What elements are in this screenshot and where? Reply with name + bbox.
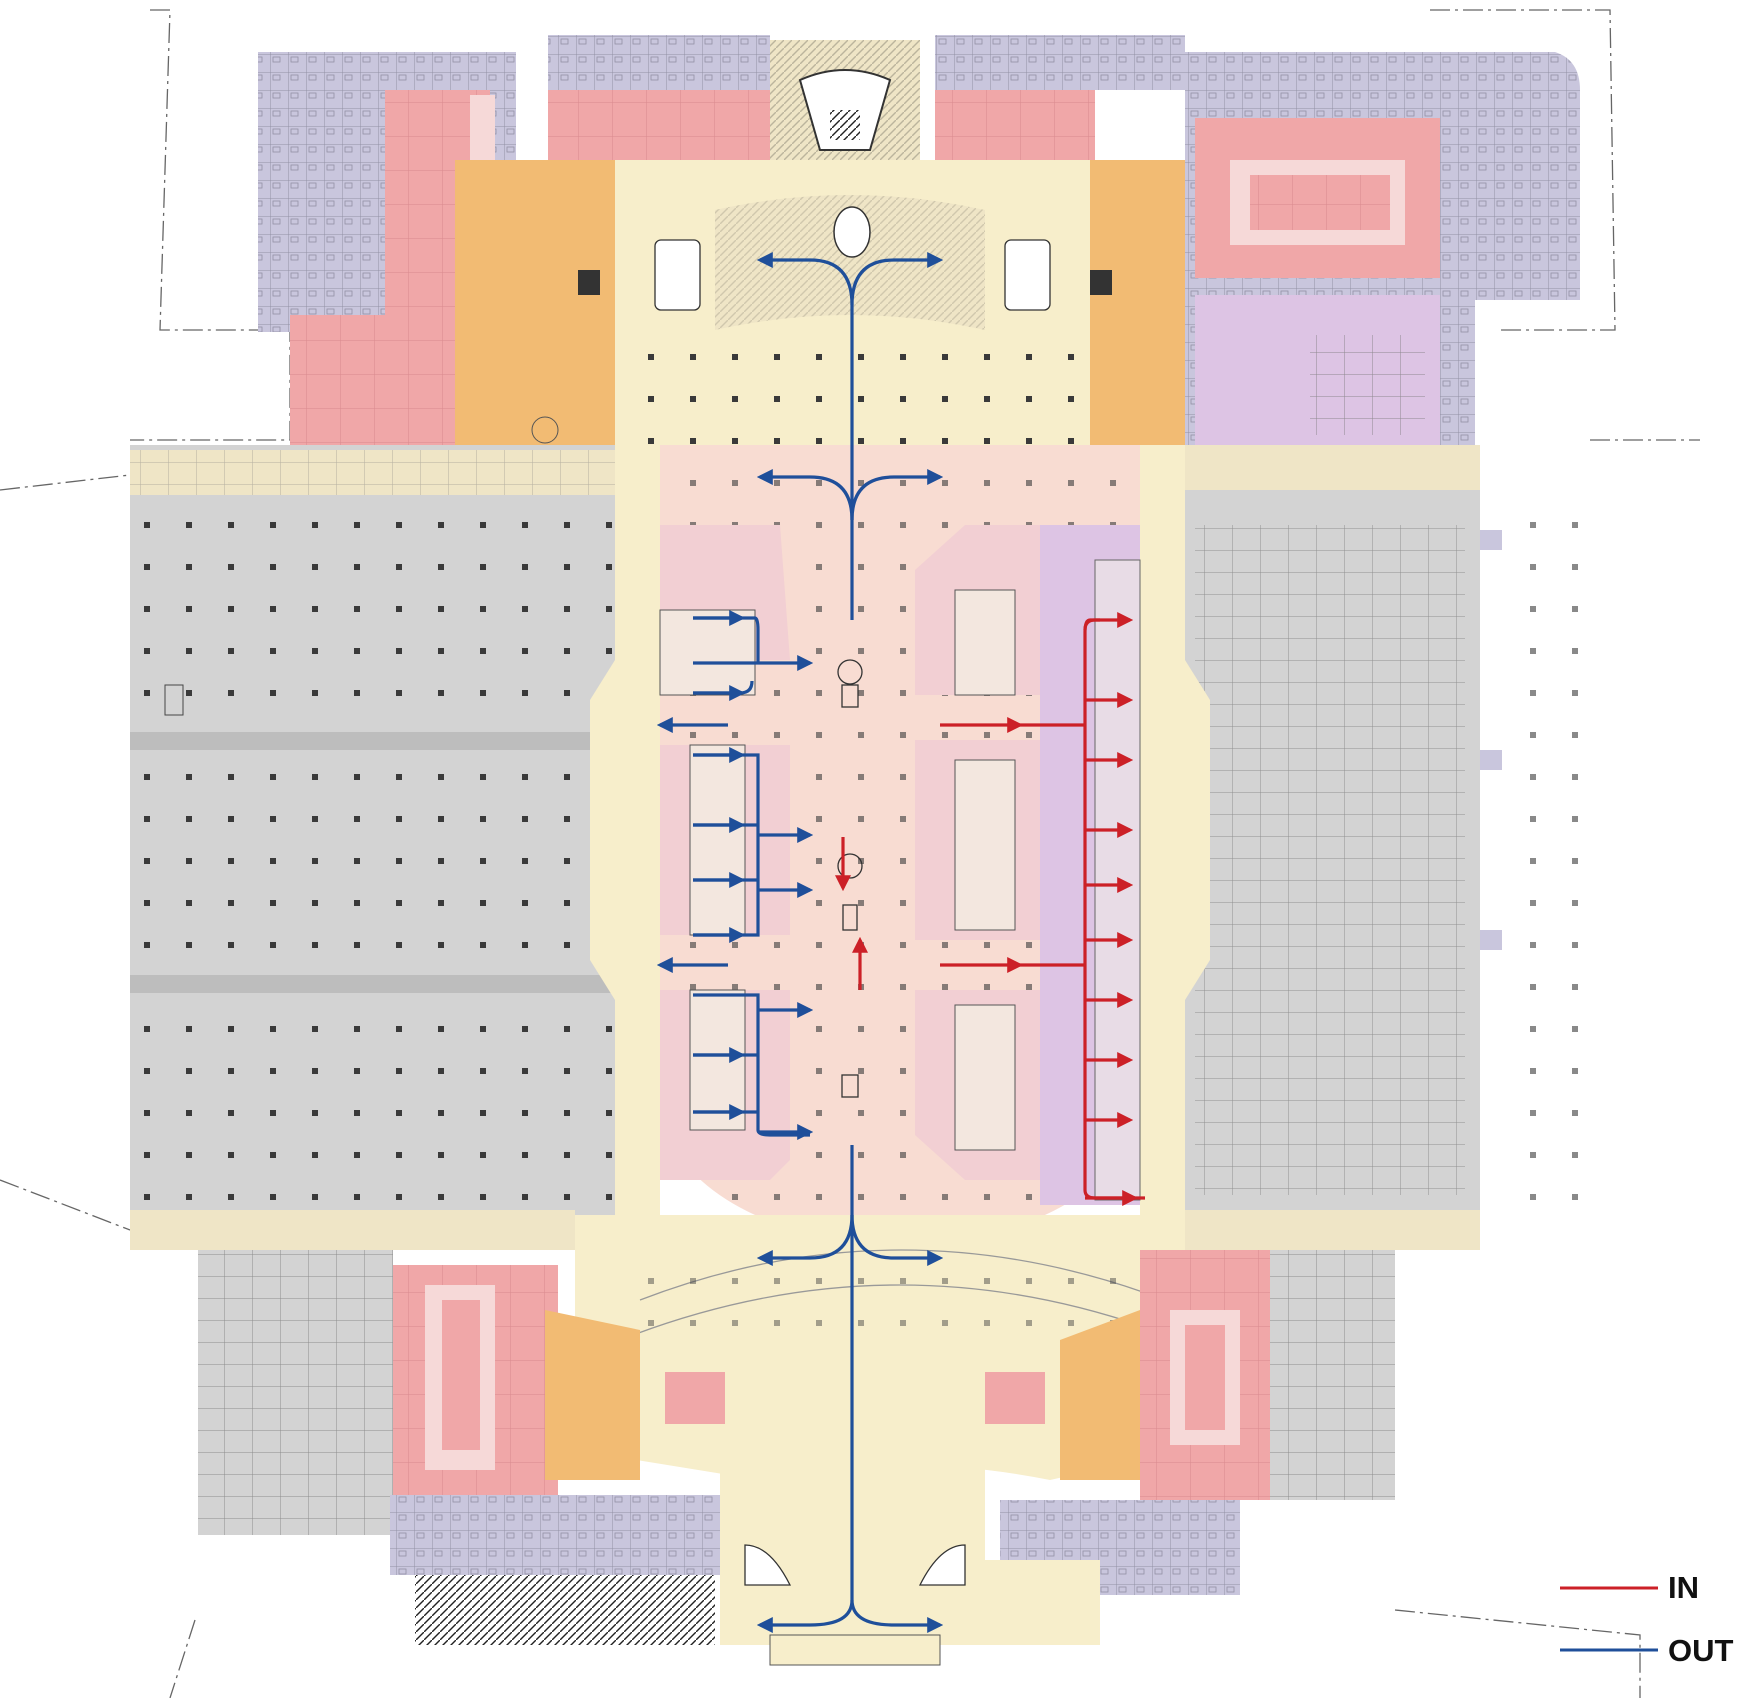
- top-entrance-canopy: [770, 40, 920, 160]
- east-parking: [1185, 445, 1590, 1250]
- bottom-concourse: [575, 1215, 1185, 1480]
- site-boundary: [0, 9, 1700, 1698]
- bottom-right-blocks: [1000, 1250, 1395, 1595]
- legend-item-in: IN: [1560, 1570, 1699, 1605]
- top-left-orange-block: [455, 160, 615, 445]
- west-platform-blocks: [659, 525, 790, 1180]
- west-parking: [130, 445, 615, 1250]
- legend: IN OUT: [1560, 1570, 1734, 1668]
- hall-fixtures: [837, 659, 863, 1098]
- legend-item-out: OUT: [1560, 1633, 1734, 1668]
- top-right-retail-strip: [935, 35, 1185, 160]
- east-platform-blocks: [915, 525, 1040, 1180]
- legend-in-label: IN: [1668, 1570, 1699, 1605]
- east-purple-zone: [1040, 525, 1141, 1205]
- top-right-orange-block: [1090, 160, 1185, 445]
- top-right-office-block: [1185, 52, 1580, 445]
- top-concourse: [578, 160, 1112, 445]
- bottom-entrance: [720, 1460, 1100, 1666]
- top-left-retail-strip: [548, 35, 770, 160]
- out-flow-arrows: [656, 252, 944, 1633]
- legend-out-label: OUT: [1668, 1633, 1734, 1668]
- side-corridors: [590, 445, 1210, 1215]
- bottom-left-blocks: [198, 1250, 720, 1645]
- in-flow-arrows: [835, 612, 1145, 1206]
